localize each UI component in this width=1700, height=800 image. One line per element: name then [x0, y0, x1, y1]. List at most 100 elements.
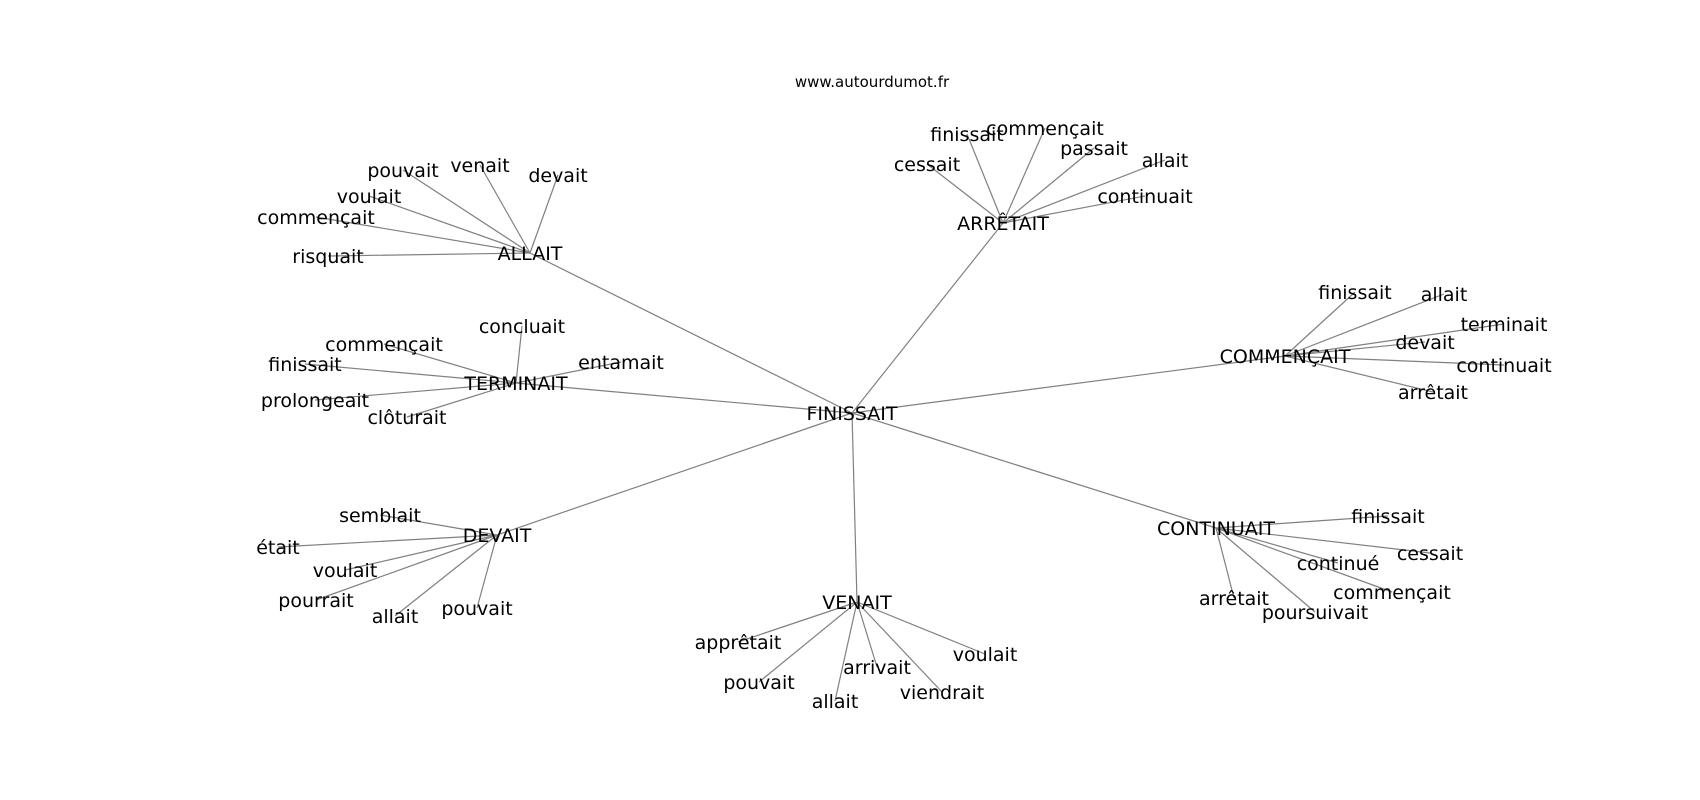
- leaf-node-arretait-cessait: cessait: [894, 154, 960, 176]
- leaf-node-arretait-commencait: commençait: [986, 118, 1104, 140]
- edge-terminait-prolongeait: [314, 382, 517, 401]
- edge-venait-viendrait: [856, 601, 943, 693]
- edge-venait-voulait: [856, 601, 986, 655]
- leaf-node-continuait-finissait: finissait: [1351, 506, 1424, 528]
- leaf-node-devait-pourrait: pourrait: [278, 590, 353, 612]
- hub-node-arretait: ARRÊTAIT: [957, 212, 1049, 235]
- graph-labels: www.autourdumot.fr FINISSAIT ALLAIT pouvai…: [256, 73, 1551, 713]
- edge-allait-voulait: [368, 195, 531, 254]
- leaf-node-allait-venait: venait: [450, 155, 509, 177]
- center-node: FINISSAIT: [806, 403, 897, 425]
- edge-arretait-cessait: [926, 163, 1004, 224]
- leaf-node-allait-devait: devait: [528, 165, 587, 187]
- edge-allait-venait: [479, 164, 531, 254]
- leaf-node-terminait-entamait: entamait: [578, 352, 664, 374]
- edge-center-devait: [496, 412, 853, 536]
- site-watermark: www.autourdumot.fr: [795, 73, 950, 91]
- edge-commencait-continuait: [1284, 355, 1505, 366]
- edge-continuait-finissait: [1215, 515, 1389, 529]
- edge-commencait-allait: [1284, 293, 1445, 357]
- graph-edges: [277, 127, 1505, 702]
- edge-terminait-commencait: [383, 343, 517, 384]
- edge-center-commencait: [851, 355, 1286, 414]
- leaf-node-arretait-allait: allait: [1142, 150, 1189, 172]
- edge-devait-pourrait: [315, 534, 498, 601]
- leaf-node-terminait-concluait: concluait: [479, 316, 565, 338]
- leaf-node-continuait-arretait: arrêtait: [1199, 588, 1269, 610]
- leaf-node-devait-semblait: semblait: [339, 505, 421, 527]
- edge-continuait-arretait: [1215, 527, 1235, 599]
- hub-node-allait: ALLAIT: [498, 243, 563, 265]
- edge-terminait-entamait: [515, 361, 622, 384]
- leaf-node-commencait-arretait: arrêtait: [1398, 382, 1468, 404]
- edge-arretait-passait: [1002, 147, 1095, 224]
- leaf-node-arretait-finissait: finissait: [930, 124, 1003, 146]
- leaf-node-terminait-prolongeait: prolongeait: [261, 390, 369, 412]
- edge-arretait-continuait: [1002, 195, 1146, 224]
- leaf-node-venait-voulait: voulait: [953, 644, 1018, 666]
- edge-arretait-finissait: [966, 133, 1004, 224]
- leaf-node-allait-risquait: risquait: [292, 246, 363, 268]
- leaf-node-continuait-continue: continué: [1297, 553, 1380, 575]
- leaf-node-commencait-devait: devait: [1395, 332, 1454, 354]
- edge-allait-pouvait: [402, 169, 531, 254]
- edge-center-terminait: [515, 382, 853, 414]
- leaf-node-venait-appretait: apprêtait: [695, 632, 782, 654]
- edge-venait-allait: [834, 601, 858, 702]
- edge-allait-devait: [529, 174, 559, 254]
- edge-commencait-finissait: [1284, 291, 1356, 357]
- edge-continuait-continue: [1215, 527, 1339, 564]
- edge-devait-semblait: [379, 514, 498, 536]
- leaf-node-allait-commencait: commençait: [257, 207, 375, 229]
- leaf-node-continuait-cessait: cessait: [1397, 543, 1463, 565]
- edge-continuait-cessait: [1215, 527, 1431, 554]
- leaf-node-venait-viendrait: viendrait: [900, 682, 985, 704]
- edge-center-arretait: [851, 222, 1004, 414]
- leaf-node-terminait-cloturait: clôturait: [367, 407, 446, 429]
- leaf-node-venait-arrivait: arrivait: [843, 657, 911, 679]
- edge-devait-etait: [277, 534, 498, 548]
- leaf-node-devait-etait: était: [256, 537, 300, 559]
- leaf-node-commencait-finissait: finissait: [1318, 282, 1391, 304]
- edge-commencait-arretait: [1284, 355, 1434, 393]
- edge-devait-voulait: [344, 534, 498, 571]
- edge-terminait-concluait: [515, 325, 523, 384]
- leaf-node-devait-pouvait: pouvait: [441, 598, 512, 620]
- hub-node-venait: VENAIT: [822, 592, 892, 614]
- edge-arretait-commencait: [1002, 127, 1046, 224]
- leaf-node-continuait-commencait: commençait: [1333, 582, 1451, 604]
- edge-venait-pouvait: [758, 601, 858, 683]
- edge-continuait-commencait: [1215, 527, 1393, 593]
- edge-continuait-poursuivait: [1215, 527, 1316, 613]
- hub-node-continuait: CONTINUAIT: [1157, 518, 1275, 540]
- edge-center-continuait: [851, 412, 1217, 529]
- leaf-node-venait-allait: allait: [812, 691, 859, 713]
- edge-venait-arrivait: [856, 601, 878, 668]
- leaf-node-commencait-terminait: terminait: [1461, 314, 1548, 336]
- leaf-node-commencait-allait: allait: [1421, 284, 1468, 306]
- leaf-node-allait-pouvait: pouvait: [367, 160, 438, 182]
- leaf-node-terminait-finissait: finissait: [268, 354, 341, 376]
- edge-terminait-finissait: [304, 363, 517, 384]
- leaf-node-allait-voulait: voulait: [337, 186, 402, 208]
- edge-terminait-cloturait: [406, 382, 517, 418]
- edge-commencait-devait: [1284, 341, 1426, 357]
- edge-devait-allait: [394, 534, 498, 617]
- edge-devait-pouvait: [476, 534, 498, 609]
- leaf-node-commencait-continuait: continuait: [1456, 355, 1551, 377]
- leaf-node-devait-voulait: voulait: [313, 560, 378, 582]
- leaf-node-continuait-poursuivait: poursuivait: [1262, 602, 1368, 624]
- edge-arretait-allait: [1002, 159, 1166, 224]
- leaf-node-arretait-continuait: continuait: [1097, 186, 1192, 208]
- leaf-node-venait-pouvait: pouvait: [723, 672, 794, 694]
- leaf-node-devait-allait: allait: [372, 606, 419, 628]
- leaf-node-terminait-commencait: commençait: [325, 334, 443, 356]
- hub-node-devait: DEVAIT: [463, 525, 532, 547]
- hub-node-commencait: COMMENÇAIT: [1220, 346, 1351, 368]
- edge-venait-appretait: [737, 601, 858, 643]
- edge-commencait-terminait: [1284, 323, 1505, 357]
- edge-center-venait: [851, 412, 858, 603]
- edge-allait-commencait: [315, 216, 531, 254]
- hub-node-terminait: TERMINAIT: [463, 373, 568, 395]
